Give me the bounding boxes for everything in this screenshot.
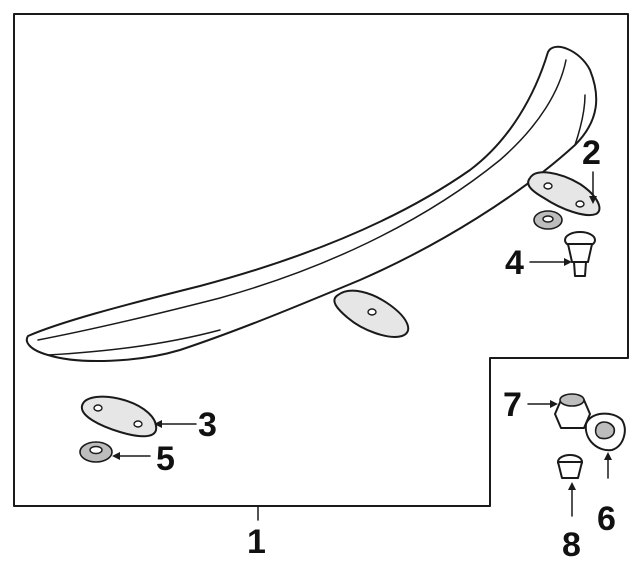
callout-3: 3 [198,406,217,444]
mounting-stud [564,231,596,277]
washer-upper [533,210,563,230]
callout-5: 5 [156,440,175,478]
spoiler-pad-right [527,171,601,216]
assembly-boundary [13,13,629,507]
nut [554,393,591,429]
callout-8: 8 [562,526,581,564]
grommet-left [79,441,113,463]
spoiler-pad-left [80,395,158,438]
callout-7: 7 [503,386,522,424]
spoiler-center-pad [333,289,410,338]
callout-2: 2 [582,134,601,172]
callout-6: 6 [597,500,616,538]
callout-1: 1 [247,523,266,561]
callout-4: 4 [505,244,524,282]
spoiler-body [25,45,598,363]
grommet-seal [584,412,626,452]
clip [557,454,583,479]
leader-lines [112,171,612,521]
